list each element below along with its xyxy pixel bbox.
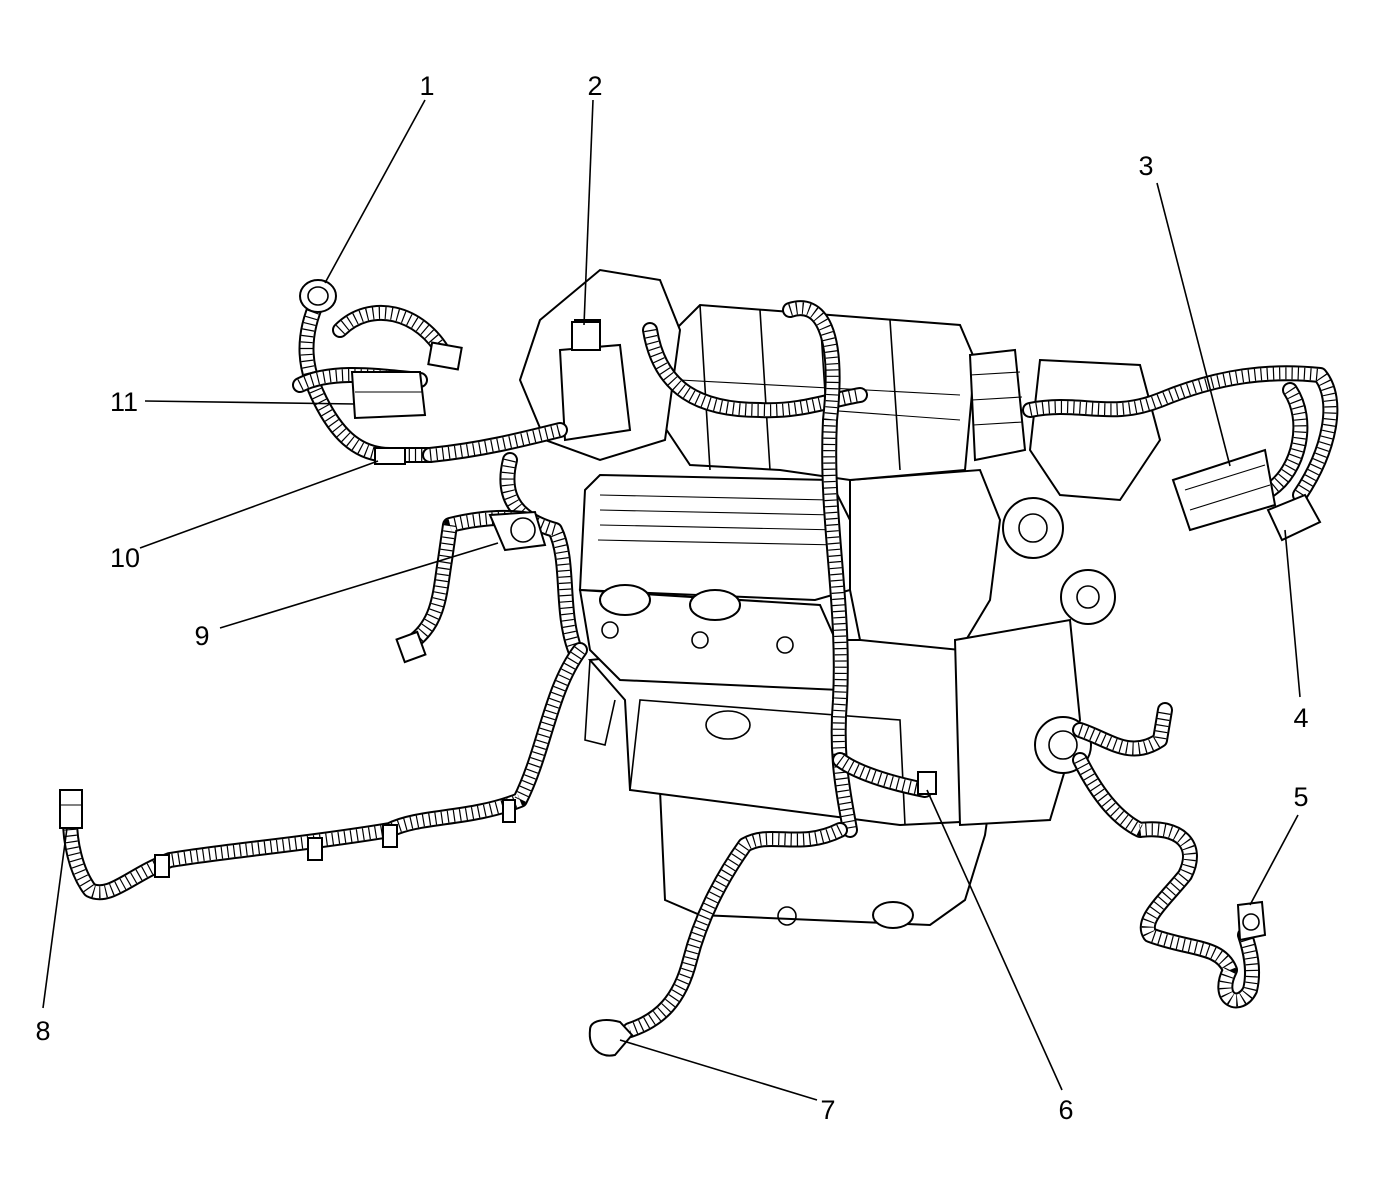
- connector-4: [1266, 493, 1322, 542]
- leader-line-6: [926, 789, 1063, 1091]
- intake-manifold: [658, 303, 977, 482]
- callout-label-6: 6: [1058, 1095, 1073, 1125]
- sensor-6: [917, 771, 937, 795]
- mounting-bracket-3: [1171, 448, 1277, 532]
- connectors: [59, 279, 1322, 1057]
- block-connector-11: [350, 371, 427, 420]
- callout-label-4: 4: [1293, 703, 1308, 733]
- cylinder-head-right: [849, 468, 1002, 652]
- callout-label-11: 11: [110, 387, 138, 417]
- round-connector-1: [299, 279, 337, 313]
- leader-line-5: [1249, 814, 1299, 906]
- water-pump-pulley: [1002, 497, 1064, 559]
- leader-line-9: [219, 542, 499, 629]
- engine-assembly: [518, 268, 1162, 929]
- leader-line-8: [42, 827, 68, 1009]
- sensor-7: [588, 1019, 634, 1057]
- sensor-2: [571, 321, 601, 351]
- leader-line-3: [1156, 182, 1231, 467]
- harness-junction-10: [374, 447, 406, 465]
- callout-label-8: 8: [35, 1016, 50, 1046]
- callout-labels: 1 2 3 4 5 6 7 8 9 10 11: [35, 71, 1308, 1125]
- leader-line-2: [583, 99, 594, 326]
- leader-line-10: [139, 460, 379, 549]
- connector-8: [59, 789, 83, 829]
- callout-label-10: 10: [110, 543, 140, 573]
- leader-line-11: [144, 400, 356, 405]
- wiring-harness: [62, 292, 1339, 1038]
- leader-line-7: [619, 1039, 818, 1101]
- valve-cover-left: [578, 473, 851, 602]
- sensor-connector-9: [488, 510, 547, 552]
- callout-label-5: 5: [1293, 782, 1308, 812]
- sensor-5: [1236, 900, 1267, 942]
- callout-label-7: 7: [820, 1095, 835, 1125]
- callout-label-3: 3: [1138, 151, 1153, 181]
- callout-label-2: 2: [587, 71, 602, 101]
- leader-line-4: [1284, 529, 1301, 698]
- leader-line-1: [324, 99, 426, 284]
- callout-label-9: 9: [194, 621, 209, 651]
- callout-label-1: 1: [419, 71, 434, 101]
- callout-leaders: [42, 99, 1301, 1101]
